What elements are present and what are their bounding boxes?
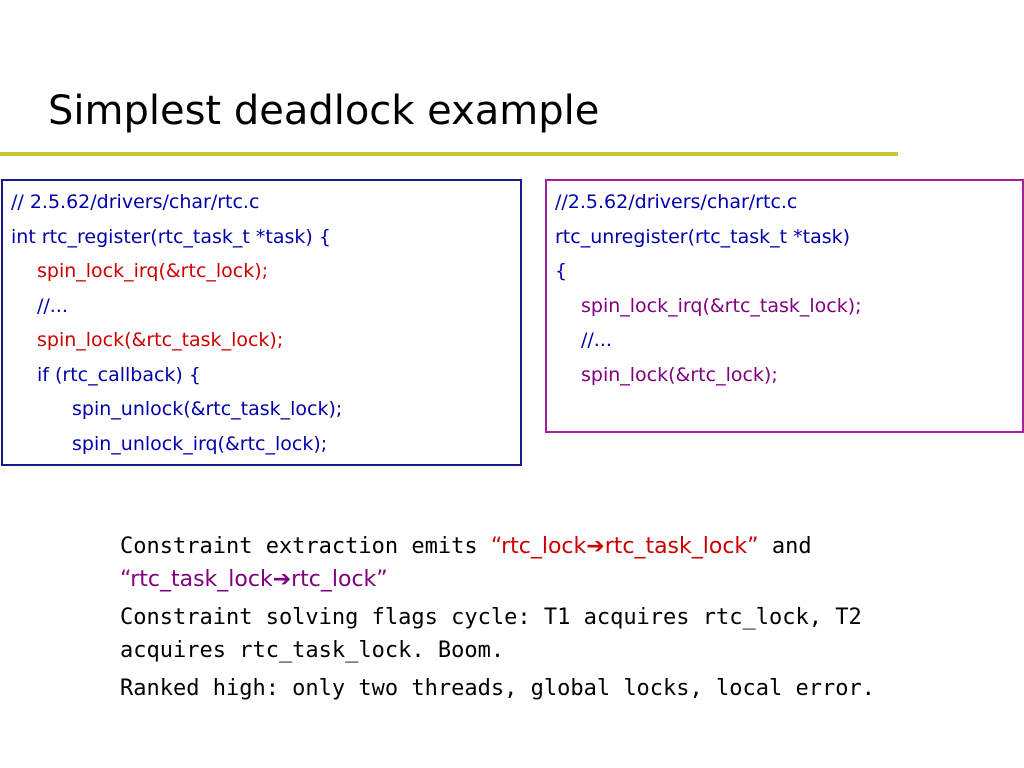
lock-order-quote: rtc_lock”: [291, 567, 388, 592]
bullet-text: acquires rtc_task_lock. Boom.: [120, 638, 505, 663]
code-box-register: // 2.5.62/drivers/char/rtc.c int rtc_reg…: [1, 179, 522, 466]
bullet-text: and: [758, 534, 812, 559]
code-line: int rtc_register(rtc_task_t *task) {: [11, 225, 331, 248]
code-line: spin_lock(&rtc_lock);: [581, 363, 778, 386]
right-arrow-icon: ➔: [586, 534, 605, 559]
title-underline: [0, 152, 898, 156]
code-line: spin_unlock_irq(&rtc_lock);: [72, 432, 328, 455]
code-line: //...: [581, 329, 612, 351]
right-arrow-icon: ➔: [272, 567, 292, 592]
code-line: {: [555, 260, 568, 282]
code-line: spin_unlock(&rtc_task_lock);: [72, 398, 343, 420]
code-box-unregister: //2.5.62/drivers/char/rtc.c rtc_unregist…: [545, 179, 1024, 433]
bullet-constraint-solving: Constraint solving flags cycle: T1 acqui…: [120, 601, 1020, 667]
code-line: spin_lock(&rtc_task_lock);: [37, 329, 284, 351]
bullet-text: Ranked high: only two threads, global lo…: [120, 676, 875, 701]
slide-title: Simplest deadlock example: [48, 88, 600, 134]
bullet-ranking: Ranked high: only two threads, global lo…: [120, 672, 1020, 705]
bullet-constraint-extraction: Constraint extraction emits “rtc_lock➔rt…: [120, 530, 1020, 596]
bullet-list: Constraint extraction emits “rtc_lock➔rt…: [120, 530, 1020, 710]
bullet-text: Constraint solving flags cycle: T1 acqui…: [120, 605, 862, 630]
code-line: //2.5.62/drivers/char/rtc.c: [555, 191, 798, 213]
lock-order-quote: “rtc_lock: [490, 534, 587, 559]
code-line: //...: [37, 294, 68, 317]
code-line: spin_lock_irq(&rtc_task_lock);: [581, 294, 862, 317]
lock-order-quote: “rtc_task_lock: [120, 567, 273, 592]
code-line: // 2.5.62/drivers/char/rtc.c: [11, 191, 260, 213]
lock-order-quote: rtc_task_lock”: [604, 534, 759, 559]
code-line: rtc_unregister(rtc_task_t *task): [555, 225, 851, 248]
code-line: if (rtc_callback) {: [37, 363, 201, 386]
code-line: spin_lock_irq(&rtc_lock);: [37, 260, 269, 282]
bullet-text: Constraint extraction emits: [120, 534, 491, 559]
